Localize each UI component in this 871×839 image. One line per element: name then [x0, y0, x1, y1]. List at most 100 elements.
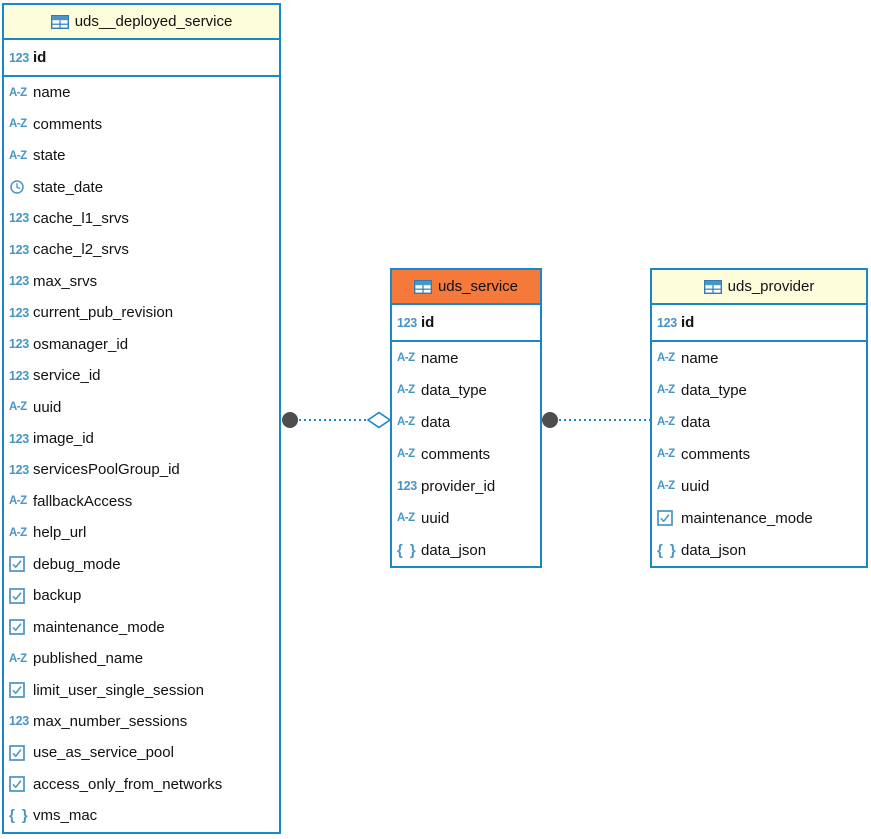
column-name: service_id: [33, 367, 101, 385]
text-type-icon: A-Z: [397, 352, 415, 364]
relationship-deployed-service-to-service[interactable]: [282, 411, 392, 429]
column-name: comments: [681, 445, 751, 463]
column-name: access_only_from_networks: [33, 775, 223, 793]
column-name: comments: [33, 115, 103, 133]
column-name: name: [33, 84, 71, 102]
column-name: name: [681, 349, 719, 367]
text-type-icon: A-Z: [9, 652, 27, 665]
table-header[interactable]: uds__deployed_service: [4, 5, 279, 40]
column-row-maintenance_mode[interactable]: maintenance_mode: [652, 502, 866, 534]
boolean-type-icon: [9, 682, 33, 698]
column-row-name[interactable]: A-Z name: [392, 342, 540, 374]
boolean-type-icon: [9, 776, 33, 793]
column-name: data_json: [421, 541, 487, 559]
column-name: cache_l1_srvs: [33, 209, 129, 227]
column-name: max_srvs: [33, 272, 98, 290]
datetime-type-icon: [9, 179, 33, 195]
relationship-service-to-provider[interactable]: [542, 412, 650, 428]
number-type-icon: 123: [397, 479, 417, 493]
column-row-uuid[interactable]: A-Z uuid: [392, 502, 540, 534]
column-name: maintenance_mode: [33, 618, 165, 636]
table-icon: [703, 279, 722, 294]
boolean-type-icon: [9, 587, 33, 604]
column-name: image_id: [33, 430, 94, 448]
column-row-limit_user_single_session[interactable]: limit_user_single_session: [4, 674, 279, 705]
column-row-name[interactable]: A-Z name: [652, 342, 866, 374]
text-type-icon: A-Z: [397, 384, 415, 396]
text-type-icon: A-Z: [657, 352, 675, 364]
column-row-state_date[interactable]: state_date: [4, 171, 279, 202]
column-name: vms_mac: [33, 807, 98, 825]
number-type-icon: 123: [9, 50, 29, 65]
number-type-icon: 123: [9, 714, 29, 729]
column-row-maintenance_mode[interactable]: maintenance_mode: [4, 611, 279, 642]
column-name: current_pub_revision: [33, 304, 174, 322]
table-icon: [413, 279, 432, 294]
column-name: published_name: [33, 650, 144, 668]
column-name: data_json: [681, 541, 747, 559]
column-name: id: [681, 314, 695, 331]
column-row-access_only_from_networks[interactable]: access_only_from_networks: [4, 769, 279, 800]
column-row-published_name[interactable]: A-Z published_name: [4, 643, 279, 674]
boolean-type-icon: [9, 556, 33, 573]
number-type-icon: 123: [9, 242, 29, 257]
table-icon: [50, 14, 69, 29]
column-name: comments: [421, 445, 491, 463]
relationship-end-filled-circle: [282, 412, 298, 428]
column-row-debug_mode[interactable]: debug_mode: [4, 549, 279, 580]
relationship-end-filled-circle: [542, 412, 558, 428]
table-title: uds_provider: [727, 278, 815, 295]
column-row-id[interactable]: 123 id: [4, 40, 279, 77]
text-type-icon: A-Z: [657, 448, 675, 460]
column-row-data_json[interactable]: { }data_json: [652, 534, 866, 566]
column-row-data_json[interactable]: { }data_json: [392, 534, 540, 566]
text-type-icon: A-Z: [657, 480, 675, 492]
column-name: data_type: [681, 381, 747, 399]
column-name: id: [33, 49, 47, 66]
column-name: name: [421, 349, 459, 367]
column-name: data: [421, 413, 451, 431]
column-row-use_as_service_pool[interactable]: use_as_service_pool: [4, 737, 279, 768]
table-header[interactable]: uds_provider: [652, 270, 866, 305]
column-row-vms_mac[interactable]: { }vms_mac: [4, 800, 279, 831]
column-name: maintenance_mode: [681, 509, 813, 527]
column-name: uuid: [421, 509, 450, 527]
table-header[interactable]: uds_service: [392, 270, 540, 305]
text-type-icon: A-Z: [397, 512, 415, 524]
column-name: fallbackAccess: [33, 492, 133, 510]
json-type-icon: { }: [9, 807, 30, 825]
column-row-backup[interactable]: backup: [4, 580, 279, 611]
text-type-icon: A-Z: [657, 416, 675, 428]
column-row-comments[interactable]: A-Z comments: [652, 438, 866, 470]
